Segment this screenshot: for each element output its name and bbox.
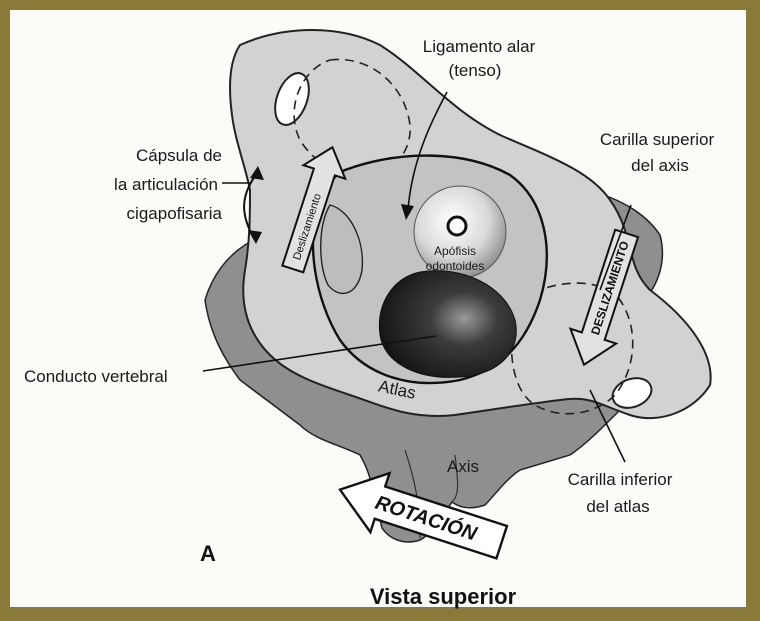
ligamento-label-1: Ligamento alar <box>423 37 536 56</box>
carilla-inf-label-2: del atlas <box>586 497 649 516</box>
ligamento-label-2: (tenso) <box>449 61 502 80</box>
figure-caption: Vista superior <box>370 584 517 609</box>
capsula-label-2: la articulación <box>114 175 218 194</box>
carilla-inf-label-1: Carilla inferior <box>568 470 673 489</box>
capsula-label-1: Cápsula de <box>136 146 222 165</box>
apofisis-label-2: odontoides <box>426 259 485 273</box>
axis-label: Axis <box>447 457 479 476</box>
carilla-sup-label-1: Carilla superior <box>600 130 715 149</box>
carilla-sup-label-2: del axis <box>631 156 689 175</box>
dens-apex <box>448 217 466 235</box>
panel-letter: A <box>200 541 216 566</box>
conducto-label: Conducto vertebral <box>24 367 168 386</box>
capsula-label-3: cigapofisaria <box>127 204 223 223</box>
apofisis-label-1: Apófisis <box>434 244 476 258</box>
